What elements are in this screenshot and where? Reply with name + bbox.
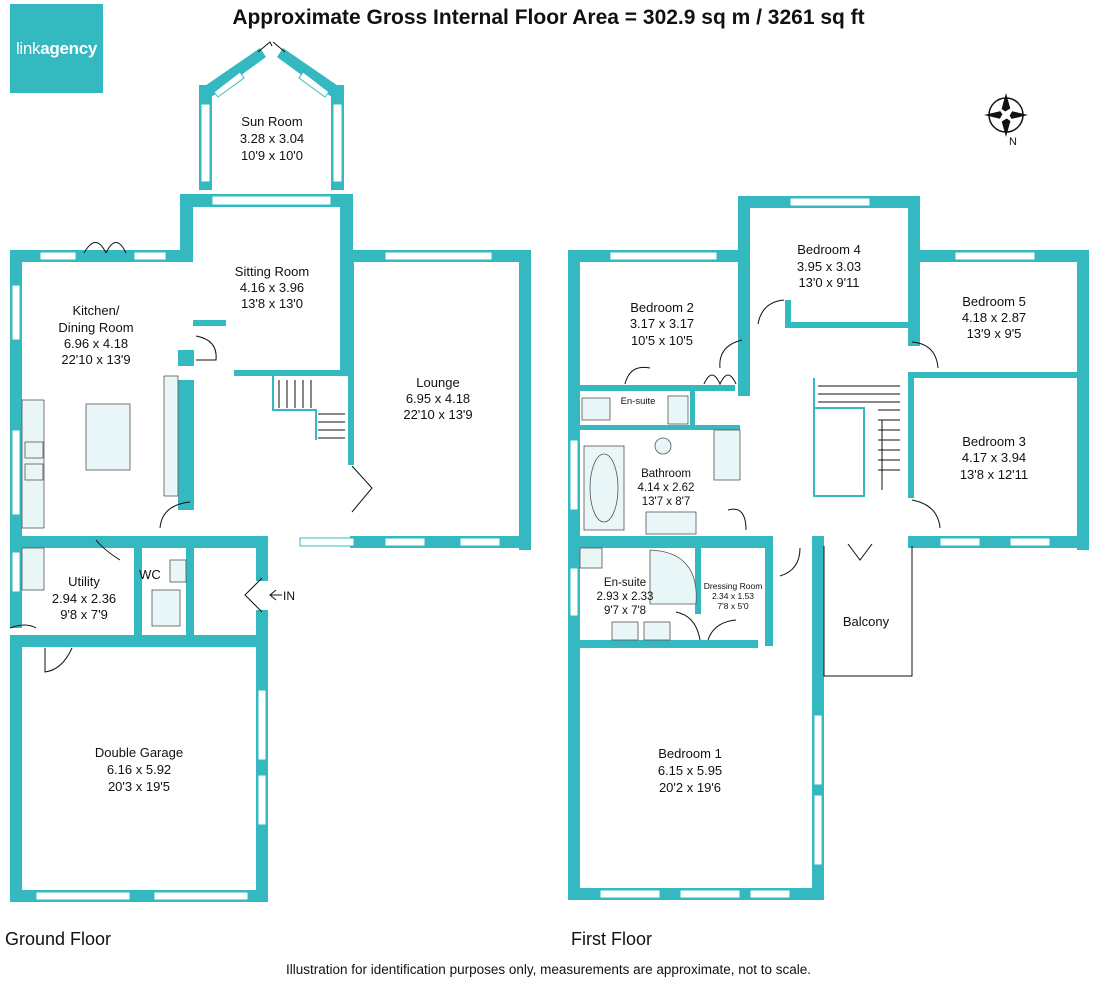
kitchen-name-line2: Dining Room bbox=[58, 320, 133, 335]
ensuite1-imperial: 9'7 x 7'8 bbox=[604, 605, 646, 617]
bathroom-metric: 4.14 x 2.62 bbox=[638, 482, 695, 494]
sun-room-walls bbox=[199, 41, 344, 190]
sun-room-imperial: 10'9 x 10'0 bbox=[241, 148, 303, 163]
compass-label: N bbox=[1009, 136, 1017, 148]
bedroom5-metric: 4.18 x 2.87 bbox=[962, 310, 1026, 325]
wc-name: WC bbox=[139, 567, 161, 582]
bedroom5-name: Bedroom 5 bbox=[962, 294, 1026, 309]
lounge-name: Lounge bbox=[416, 375, 459, 390]
bedroom4-metric: 3.95 x 3.03 bbox=[797, 259, 861, 274]
lounge-imperial: 22'10 x 13'9 bbox=[403, 407, 472, 422]
garage-metric: 6.16 x 5.92 bbox=[107, 762, 171, 777]
dressing-name: Dressing Room bbox=[704, 581, 763, 591]
bedroom4-imperial: 13'0 x 9'11 bbox=[798, 275, 859, 290]
lounge-walls bbox=[299, 250, 531, 550]
sun-room-name: Sun Room bbox=[241, 114, 302, 129]
bathroom-imperial: 13'7 x 8'7 bbox=[642, 496, 691, 508]
logo-text-link: link bbox=[15, 38, 41, 58]
bedroom1-metric: 6.15 x 5.95 bbox=[658, 763, 722, 778]
ground-stairs bbox=[272, 376, 345, 440]
bedroom2-imperial: 10'5 x 10'5 bbox=[631, 333, 693, 348]
bedroom3-name: Bedroom 3 bbox=[962, 434, 1026, 449]
kitchen-metric: 6.96 x 4.18 bbox=[64, 336, 128, 351]
first-floor bbox=[568, 196, 1089, 900]
bedroom3-metric: 4.17 x 3.94 bbox=[962, 450, 1026, 465]
ensuite1-name: En-suite bbox=[604, 577, 646, 589]
kitchen-name: Kitchen/ bbox=[73, 303, 120, 318]
sitting-room-walls bbox=[180, 194, 353, 376]
dressing-imperial: 7'8 x 5'0 bbox=[717, 601, 748, 611]
garage-walls bbox=[10, 647, 268, 902]
utility-name: Utility bbox=[68, 574, 100, 589]
bedroom2-metric: 3.17 x 3.17 bbox=[630, 316, 694, 331]
ground-floor-label: Ground Floor bbox=[5, 929, 112, 949]
ensuite-small-name: En-suite bbox=[621, 396, 656, 407]
bedroom1-imperial: 20'2 x 19'6 bbox=[659, 780, 721, 795]
balcony-name: Balcony bbox=[843, 614, 890, 629]
kitchen-walls bbox=[10, 242, 217, 542]
ensuite1-metric: 2.93 x 2.33 bbox=[597, 591, 654, 603]
bedroom3-imperial: 13'8 x 12'11 bbox=[960, 467, 1028, 482]
entrance-label: IN bbox=[283, 589, 295, 603]
disclaimer: Illustration for identification purposes… bbox=[285, 962, 812, 977]
garage-name: Double Garage bbox=[95, 745, 183, 760]
kitchen-imperial: 22'10 x 13'9 bbox=[61, 352, 130, 367]
page-title: Approximate Gross Internal Floor Area = … bbox=[232, 6, 865, 29]
sitting-room-metric: 4.16 x 3.96 bbox=[240, 280, 304, 295]
dressing-metric: 2.34 x 1.53 bbox=[712, 591, 754, 601]
first-floor-label: First Floor bbox=[571, 929, 652, 949]
compass-icon bbox=[984, 93, 1028, 137]
entrance-arrow bbox=[269, 589, 282, 601]
ground-floor bbox=[9, 41, 531, 902]
garage-imperial: 20'3 x 19'5 bbox=[108, 779, 170, 794]
sitting-room-imperial: 13'8 x 13'0 bbox=[241, 296, 303, 311]
sitting-room-name: Sitting Room bbox=[235, 264, 309, 279]
bathroom-name: Bathroom bbox=[641, 468, 691, 480]
room-labels: Sun Room 3.28 x 3.04 10'9 x 10'0 Sitting… bbox=[52, 114, 1028, 795]
sun-room-metric: 3.28 x 3.04 bbox=[240, 131, 304, 146]
bedroom1-name: Bedroom 1 bbox=[658, 746, 722, 761]
bedroom5-imperial: 13'9 x 9'5 bbox=[967, 326, 1022, 341]
logo-text-agency: agency bbox=[40, 38, 98, 58]
lounge-metric: 6.95 x 4.18 bbox=[406, 391, 470, 406]
bedroom2-name: Bedroom 2 bbox=[630, 300, 694, 315]
bedroom4-name: Bedroom 4 bbox=[797, 242, 861, 257]
utility-imperial: 9'8 x 7'9 bbox=[60, 607, 108, 622]
service-walls bbox=[9, 536, 268, 673]
utility-metric: 2.94 x 2.36 bbox=[52, 591, 116, 606]
